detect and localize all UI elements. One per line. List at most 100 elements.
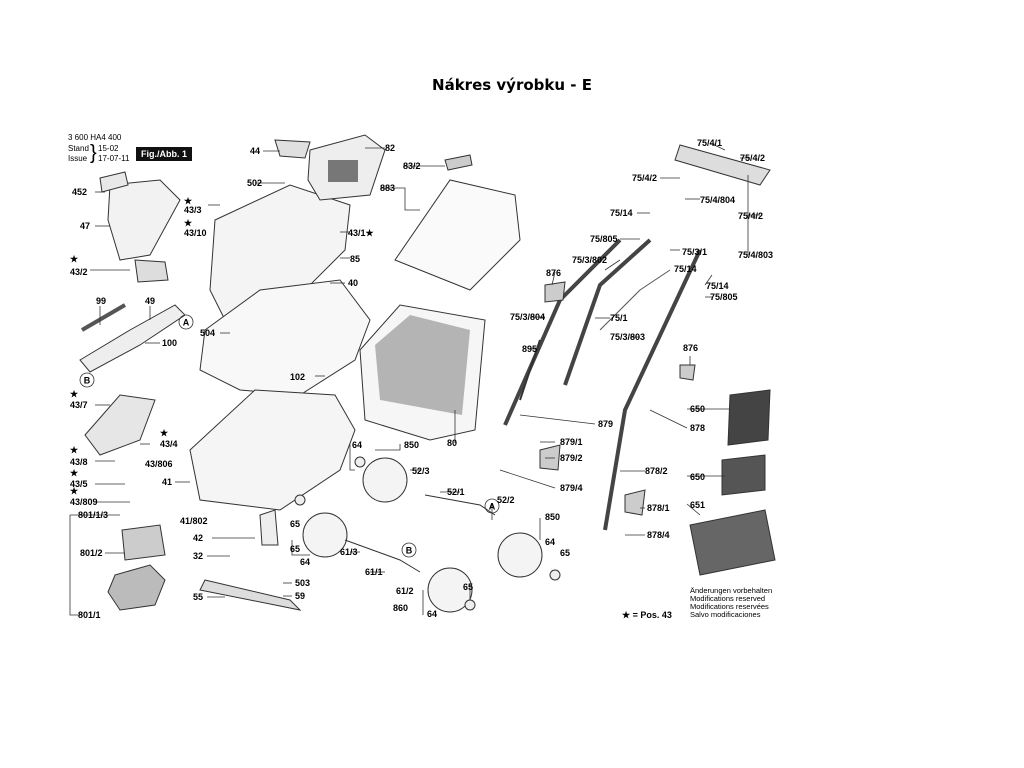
part-label: 75/4/804 xyxy=(700,195,735,205)
part-label: 61/1 xyxy=(365,567,383,577)
part-label: 64 xyxy=(545,537,555,547)
part-label: 102 xyxy=(290,372,305,382)
key-part xyxy=(274,139,311,159)
part-label: 503 xyxy=(295,578,310,588)
wheel xyxy=(427,567,473,613)
grass-box-top xyxy=(394,179,521,291)
part-label: 75/805 xyxy=(710,292,738,302)
part-label: ★ xyxy=(184,218,193,228)
part-label: 878/2 xyxy=(645,466,668,476)
circle-marker-a xyxy=(178,314,194,330)
brace-icon: } xyxy=(90,142,97,164)
part-label: 43/8 xyxy=(70,457,88,467)
part-label: 75/1 xyxy=(610,313,628,323)
part-label: 850 xyxy=(404,440,419,450)
grass-box-mesh xyxy=(375,315,470,415)
side-panel xyxy=(84,394,156,456)
part-label: 41/802 xyxy=(180,516,208,526)
handle-bar xyxy=(503,238,622,426)
part-label: 879 xyxy=(598,419,613,429)
leader-lines xyxy=(69,142,760,616)
part-label: 43/806 xyxy=(145,459,173,469)
figure-badge: Fig./Abb. 1 xyxy=(136,147,192,161)
part-label: 61/2 xyxy=(396,586,414,596)
circle-label-b: B xyxy=(406,546,413,556)
part-label: 75/14 xyxy=(674,264,697,274)
clip xyxy=(679,364,696,381)
part-label: 40 xyxy=(348,278,358,288)
clip xyxy=(624,489,646,516)
part-label: 65 xyxy=(560,548,570,558)
circle-label-a: A xyxy=(489,502,496,512)
part-label: 80 xyxy=(447,438,457,448)
wheel xyxy=(362,457,408,503)
side-piece xyxy=(134,259,169,283)
part-label: 75/4/1 xyxy=(697,138,722,148)
part-label: 64 xyxy=(427,609,437,619)
cover-part xyxy=(99,171,129,193)
part-label: 59 xyxy=(295,591,305,601)
battery xyxy=(721,454,766,496)
knob xyxy=(354,456,366,468)
part-label: 43/7 xyxy=(70,400,88,410)
part-label: ★ xyxy=(184,196,193,206)
part-label: 47 xyxy=(80,221,90,231)
part-label: 42 xyxy=(193,533,203,543)
part-label: 801/1 xyxy=(78,610,101,620)
knob xyxy=(294,494,306,506)
part-label: 43/2 xyxy=(70,267,88,277)
blade xyxy=(199,579,302,611)
part-label: ★ xyxy=(70,486,79,496)
part-label: 85 xyxy=(350,254,360,264)
part-label: 65 xyxy=(463,582,473,592)
note-line: Änderungen vorbehalten xyxy=(690,586,773,595)
part-label: 878/4 xyxy=(647,530,670,540)
wheel xyxy=(497,532,543,578)
part-label: 75/14 xyxy=(610,208,633,218)
circle-marker-b xyxy=(79,372,95,388)
part-label: 879/2 xyxy=(560,453,583,463)
note-line: Salvo modificaciones xyxy=(690,610,761,619)
part-label: 75/3/1 xyxy=(682,247,707,257)
handle-bar xyxy=(603,249,702,531)
part-label: 801/1/3 xyxy=(78,510,108,520)
handle-grip xyxy=(444,154,473,171)
circle-label-a: A xyxy=(183,318,190,328)
part-label: 64 xyxy=(352,440,362,450)
part-label: 44 xyxy=(250,146,260,156)
control-keys xyxy=(328,160,358,182)
part-label: 75/14 xyxy=(706,281,729,291)
deck xyxy=(189,389,356,511)
part-label: 32 xyxy=(193,551,203,561)
cable xyxy=(599,269,671,331)
part-label: 43/5 xyxy=(70,479,88,489)
knob xyxy=(464,599,476,611)
part-label: 878 xyxy=(690,423,705,433)
stand-date: 15-02 xyxy=(98,144,119,153)
part-label: 75/4/803 xyxy=(738,250,773,260)
part-label: 100 xyxy=(162,338,177,348)
handle-bar xyxy=(563,238,652,386)
handle-top xyxy=(674,144,771,186)
part-label: 83/2 xyxy=(403,161,421,171)
axle xyxy=(344,539,421,573)
part-label: 502 xyxy=(247,178,262,188)
part-label: 650 xyxy=(690,404,705,414)
circle-marker-b xyxy=(401,542,417,558)
note-line: Modifications reserved xyxy=(690,594,766,603)
part-label: 876 xyxy=(683,343,698,353)
part-label: 65 xyxy=(290,544,300,554)
motor-top xyxy=(121,524,166,561)
part-label: 850 xyxy=(545,512,560,522)
housing-lower xyxy=(199,279,371,396)
part-label: 43/809 xyxy=(70,497,98,507)
circle-marker-labels: A B A B xyxy=(84,318,496,556)
part-label: 75/3/802 xyxy=(572,255,607,265)
part-label: 49 xyxy=(145,296,155,306)
page-title: Nákres výrobku - E xyxy=(432,76,592,94)
part-label: ★ xyxy=(160,428,169,438)
part-label: 43/3 xyxy=(184,205,202,215)
part-label: 82 xyxy=(385,143,395,153)
circle-label-b: B xyxy=(84,376,91,386)
